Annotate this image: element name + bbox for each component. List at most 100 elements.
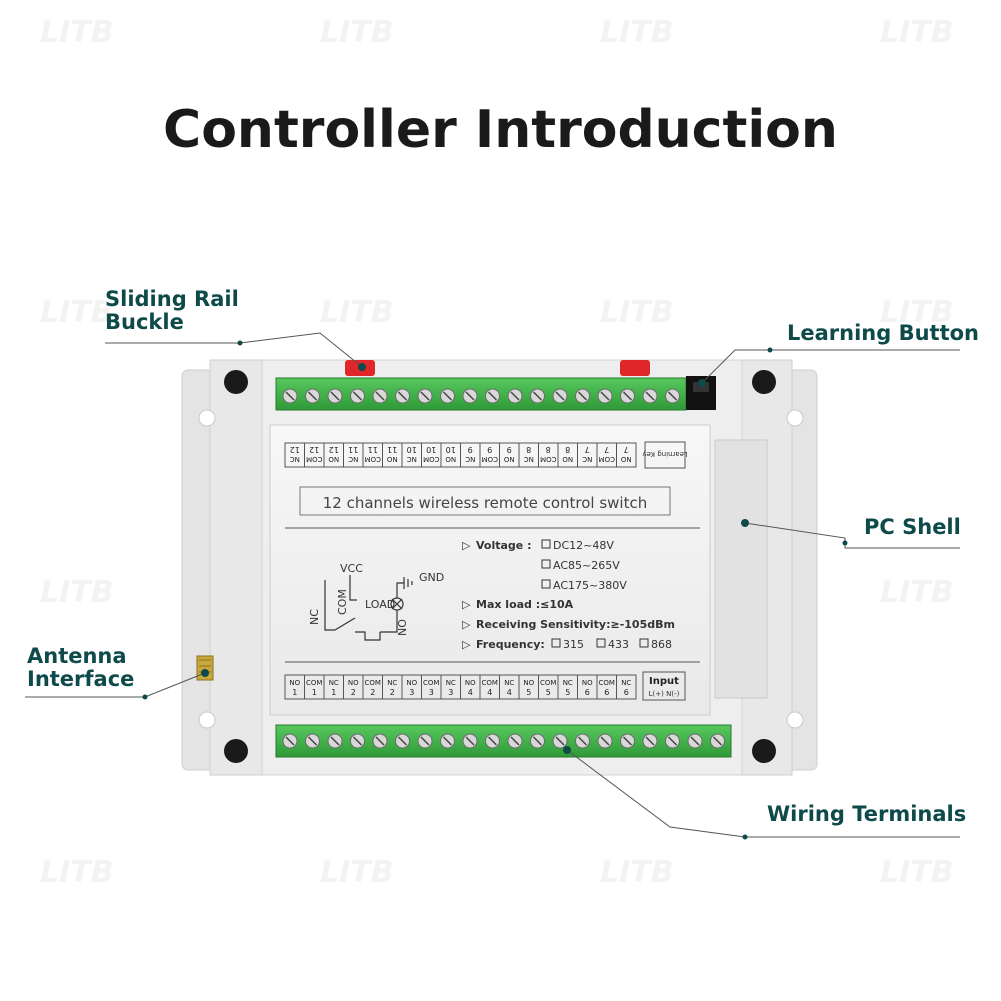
max-load: Max load :≤10A (476, 598, 574, 611)
terminal-label-text: 5 (546, 688, 551, 697)
top-terminal-block (275, 377, 687, 411)
watermark: LITB (880, 855, 954, 890)
terminal-label-text: 12 (290, 445, 300, 454)
terminal-label-text: NO (386, 455, 397, 463)
callout-learning-button: Learning Button (787, 321, 980, 345)
callout-wiring-terminals: Wiring Terminals (767, 802, 967, 826)
spec-list: ▷ Voltage : DC12~48V AC85~265V AC175~380… (462, 539, 675, 651)
top-label-strip: NC12COM12NO12NC11COM11NO11NC10COM10NO10N… (284, 442, 637, 468)
spec-marker: ▷ (462, 539, 471, 552)
screw-slot (420, 391, 430, 401)
watermark: LITB (880, 295, 954, 330)
leader-dot (742, 834, 748, 840)
terminal-label-text: COM (423, 455, 439, 463)
screw-slot (645, 736, 655, 746)
terminal-label-text: 6 (604, 688, 609, 697)
screw-slot (352, 736, 363, 746)
terminal-label-text: 9 (468, 445, 473, 454)
terminal-label-text: 2 (390, 688, 395, 697)
terminal-label-cell (616, 442, 637, 468)
screw-slot (622, 736, 633, 746)
voltage-label: Voltage : (476, 539, 531, 552)
screw-slot (285, 391, 295, 401)
input-label: Input (649, 676, 679, 687)
callout-antenna-interface: Antenna Interface (27, 645, 134, 691)
terminal-label-text: 5 (565, 688, 570, 697)
sensitivity: Receiving Sensitivity:≥-105dBm (476, 618, 675, 631)
terminal-label-text: 12 (309, 445, 319, 454)
terminal-label-text: NC (582, 455, 592, 463)
terminal-label-text: NC (563, 679, 573, 687)
voltage-option-1: DC12~48V (553, 539, 614, 552)
terminal-label-text: 6 (585, 688, 590, 697)
terminal-label-text: 8 (565, 445, 570, 454)
terminal-label-text: 5 (526, 688, 531, 697)
terminal-label-text: 4 (468, 688, 473, 697)
label-panel (269, 424, 711, 716)
callout-pc-shell: PC Shell (864, 515, 961, 539)
callout-line: Antenna (27, 644, 127, 668)
leader-dot (237, 340, 243, 346)
terminal-label-text: NC (387, 679, 397, 687)
terminal-label-text: NO (348, 679, 359, 687)
terminal-label-text: 10 (407, 445, 417, 454)
learning-key-label: Learning Key (642, 450, 687, 458)
terminal-label-text: 9 (487, 445, 492, 454)
screw-slot (487, 736, 498, 746)
terminal-label-text: COM (423, 679, 439, 687)
terminal-label-text: NC (290, 455, 300, 463)
watermark: LITB (40, 295, 114, 330)
screw-slot (442, 391, 453, 401)
terminal-label-text: 6 (624, 688, 629, 697)
terminal-label-text: 2 (370, 688, 375, 697)
terminal-label-text: NC (465, 455, 475, 463)
terminal-label-text: 1 (312, 688, 317, 697)
terminal-label-text: NO (562, 455, 573, 463)
terminal-label-text: 3 (409, 688, 414, 697)
page-title: Controller Introduction (163, 100, 838, 160)
terminal-label-text: 10 (446, 445, 456, 454)
terminal-label-text: NC (329, 679, 339, 687)
terminal-label-text: 4 (487, 688, 492, 697)
screw-slot (667, 736, 678, 746)
terminal-label-text: 9 (507, 445, 512, 454)
terminal-label-text: 4 (507, 688, 512, 697)
screw-slot (532, 736, 543, 746)
leader-dot (563, 746, 571, 754)
terminal-label-text: NC (504, 679, 514, 687)
leader-dot (767, 347, 773, 353)
terminal-label-text: COM (306, 455, 322, 463)
bottom-terminal-block (275, 724, 732, 758)
input-sub-label: L(+) N(-) (649, 690, 680, 698)
screw-slot (465, 736, 475, 746)
spec-marker: ▷ (462, 618, 471, 631)
watermark: LITB (600, 855, 674, 890)
terminal-label-text: 3 (429, 688, 434, 697)
terminal-label-text: NO (406, 679, 417, 687)
screw-slot (510, 736, 520, 746)
screw-slot (397, 736, 408, 746)
terminal-label-text: COM (599, 679, 615, 687)
terminal-label-text: NO (523, 679, 534, 687)
watermark: LITB (320, 855, 394, 890)
schematic-vcc: VCC (340, 562, 363, 575)
screw-slot (375, 391, 385, 401)
schematic-load: LOAD (365, 598, 395, 611)
leader-dot (142, 694, 148, 700)
schematic-gnd: GND (419, 571, 444, 584)
frequency-option-3: 868 (651, 638, 672, 651)
terminal-label-text: NO (620, 455, 631, 463)
callout-line: Interface (27, 667, 135, 691)
terminal-label-text: NO (582, 679, 593, 687)
screw-slot (330, 736, 340, 746)
watermark: LITB (600, 15, 674, 50)
watermark: LITB (320, 15, 394, 50)
terminal-label-text: NC (621, 679, 631, 687)
watermark: LITB (40, 575, 114, 610)
terminal-label-text: NC (524, 455, 534, 463)
screw-slot (622, 391, 633, 401)
watermark: LITB (40, 855, 114, 890)
terminal-label-text: NC (446, 679, 456, 687)
terminal-label-text: 8 (526, 445, 531, 454)
screw-slot (690, 736, 700, 746)
